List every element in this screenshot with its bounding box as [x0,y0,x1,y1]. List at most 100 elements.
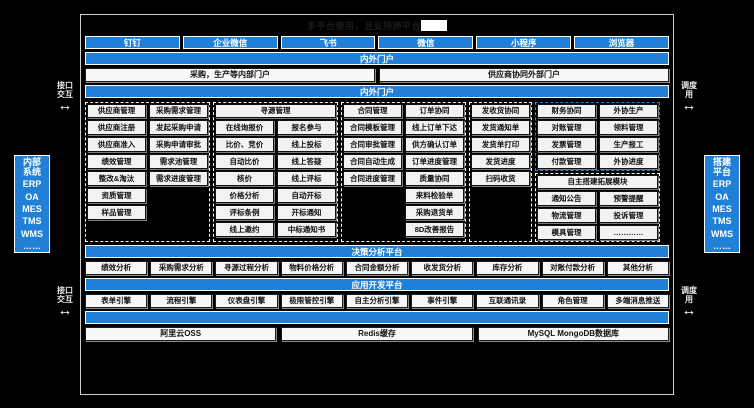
platform-feishu[interactable]: 飞书 [280,36,376,49]
decision-item[interactable]: 绩效分析 [85,261,148,275]
module-item[interactable]: 比价、竞价 [215,137,274,152]
module-head-finance[interactable]: 财务协同 [537,104,596,118]
module-item[interactable]: 采购申请审批 [149,137,208,152]
left-rail-item-oa[interactable]: OA [25,191,39,202]
right-rail-item-mes[interactable]: MES [712,204,732,214]
module-head-outsource[interactable]: 外协生产 [599,104,658,118]
left-rail-item-erp[interactable]: ERP [22,179,42,190]
module-item[interactable]: 样品管理 [87,205,146,220]
module-item[interactable]: 来料检验单 [405,188,464,203]
module-item[interactable]: 发货通知单 [471,120,530,135]
module-item[interactable]: ………… [599,225,658,240]
platform-dingtalk[interactable]: 钉钉 [85,36,180,49]
module-item[interactable]: 发起采购申请 [149,120,208,135]
appdev-item[interactable]: 仪表盘引擎 [215,294,278,308]
module-item[interactable]: 资质管理 [87,188,146,203]
infra-database[interactable]: MySQL MongoDB数据库 [477,327,669,341]
appdev-item[interactable]: 角色管理 [541,294,604,308]
decision-item[interactable]: 库存分析 [476,261,539,275]
right-rail-item-wms[interactable]: WMS [711,228,733,239]
module-item[interactable]: 评标条例 [215,205,274,220]
module-item[interactable]: 付款管理 [537,154,596,169]
decision-item[interactable]: 合同金额分析 [345,261,409,275]
module-item[interactable]: 订单进度管理 [405,154,464,169]
infra-oss[interactable]: 阿里云OSS [85,327,277,341]
module-item[interactable]: 中标通知书 [277,222,336,237]
appdev-item[interactable]: 自主分析引擎 [345,294,409,308]
module-item[interactable]: 价格分析 [215,188,274,203]
left-rail-item-tms[interactable]: TMS [22,216,42,227]
module-item[interactable]: 报名参与 [277,120,336,135]
module-item[interactable]: 线上答疑 [277,154,336,169]
module-item[interactable]: 扫码收货 [471,171,530,186]
module-item[interactable]: 发票管理 [537,137,596,152]
module-item[interactable]: 通知公告 [537,191,596,206]
module-item[interactable]: 预警提醒 [599,191,658,206]
module-item[interactable]: 供应商注册 [87,120,146,135]
decision-item[interactable]: 物料价格分析 [280,261,343,275]
module-item[interactable]: 线上投标 [277,137,336,152]
right-rail-item-erp[interactable]: ERP [712,179,732,190]
module-item[interactable]: 线上订单下达 [405,120,464,135]
module-item[interactable]: 绩效管理 [87,154,146,169]
module-item[interactable]: 核价 [215,171,274,186]
module-head-sourcing[interactable]: 寻源管理 [215,104,336,118]
right-rail-item-more[interactable]: …… [713,241,731,252]
module-item[interactable]: 模具管理 [537,225,596,240]
module-item[interactable]: 外协进度 [599,154,658,169]
module-head-contract[interactable]: 合同管理 [343,104,402,118]
decision-item[interactable]: 采购需求分析 [150,261,213,275]
module-item[interactable]: 自动开标 [277,188,336,203]
module-item[interactable]: 整改&淘汰 [87,171,146,186]
module-item[interactable]: 发货单打印 [471,137,530,152]
module-item[interactable]: 对账管理 [537,120,596,135]
module-head-shipping[interactable]: 发收货协同 [471,104,530,118]
module-item[interactable]: 合同自动生成 [343,154,402,169]
platform-wecom[interactable]: 企业微信 [182,36,278,49]
left-rail-item-wms[interactable]: WMS [21,228,43,239]
module-item[interactable]: 发货进度 [471,154,530,169]
module-item[interactable]: 开标通知 [277,205,336,220]
appdev-item[interactable]: 事件引擎 [411,294,474,308]
module-item[interactable]: 领料管理 [599,120,658,135]
module-item[interactable]: 合同审批管理 [343,137,402,152]
decision-item[interactable]: 其他分析 [606,261,669,275]
platform-browser[interactable]: 浏览器 [574,36,669,49]
infra-redis[interactable]: Redis缓存 [281,327,473,341]
module-head-demand[interactable]: 采购需求管理 [149,104,208,118]
module-item[interactable]: 线上邀约 [215,222,274,237]
portal-internal[interactable]: 采购，生产等内部门户 [85,68,375,82]
module-item[interactable]: 投诉管理 [599,208,658,223]
module-item[interactable]: 需求进度管理 [149,171,208,186]
module-item[interactable]: 供方确认订单 [405,137,464,152]
appdev-item[interactable]: 极限管控引擎 [280,294,343,308]
module-item[interactable]: 需求池管理 [149,154,208,169]
platform-miniprogram[interactable]: 小程序 [476,36,572,49]
platform-wechat[interactable]: 微信 [378,36,474,49]
left-rail-item-mes[interactable]: MES [22,204,42,214]
module-item[interactable]: 采购退货单 [405,205,464,220]
module-head-supplier[interactable]: 供应商管理 [87,104,146,118]
appdev-item[interactable]: 互联通讯录 [476,294,539,308]
module-item[interactable]: 线上评标 [277,171,336,186]
module-item[interactable]: 供应商准入 [87,137,146,152]
decision-item[interactable]: 寻源过程分析 [215,261,278,275]
appdev-item[interactable]: 多端消息推送 [606,294,669,308]
right-rail-item-oa[interactable]: OA [715,191,729,202]
decision-item[interactable]: 对账付款分析 [541,261,604,275]
appdev-item[interactable]: 流程引擎 [150,294,213,308]
left-rail-item-more[interactable]: …… [23,241,41,252]
appdev-item[interactable]: 表单引擎 [85,294,148,308]
module-head-extend[interactable]: 自主搭建拓展模块 [537,175,658,189]
module-item[interactable]: 自动比价 [215,154,274,169]
decision-item[interactable]: 收发货分析 [411,261,474,275]
module-item[interactable]: 质量协同 [405,171,464,186]
module-item[interactable]: 在线询报价 [215,120,274,135]
module-item[interactable]: 物流管理 [537,208,596,223]
module-item[interactable]: 8D改善报告 [405,222,464,237]
module-item[interactable]: 合同进度管理 [343,171,402,186]
right-rail-item-tms[interactable]: TMS [712,216,732,227]
module-item[interactable]: 合同模板管理 [343,120,402,135]
module-head-order[interactable]: 订单协同 [405,104,464,118]
portal-external[interactable]: 供应商协同外部门户 [379,68,669,82]
